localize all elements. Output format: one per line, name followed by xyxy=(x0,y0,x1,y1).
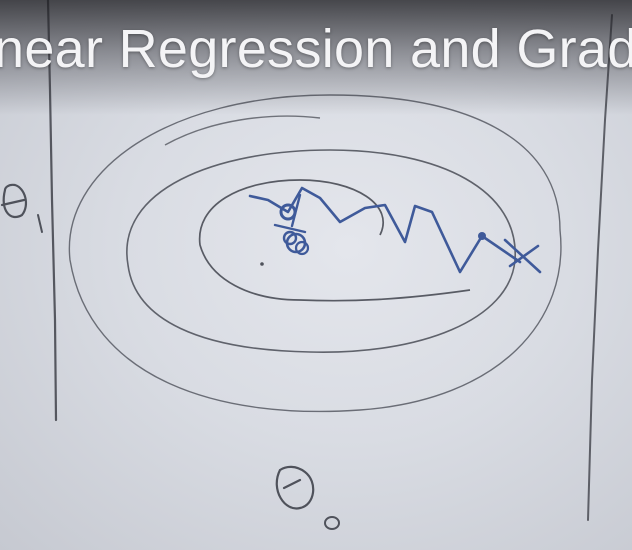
theta-one-subscript xyxy=(37,214,43,233)
step-point xyxy=(478,232,486,240)
stray-dot xyxy=(260,262,264,266)
theta-zero-label xyxy=(275,465,315,510)
theta-zero-subscript xyxy=(324,516,340,530)
start-x-marker xyxy=(503,238,542,274)
video-title: near Regression and Grad xyxy=(0,19,632,79)
top-arc xyxy=(164,115,321,146)
theta-one-label xyxy=(0,183,28,218)
title-overlay xyxy=(0,0,632,115)
minimum-tail xyxy=(273,193,307,234)
inner-contour xyxy=(198,179,471,302)
outer-contour xyxy=(68,94,562,413)
gradient-descent-path xyxy=(248,186,522,274)
minimum-scribble-3 xyxy=(294,240,310,256)
minimum-scribble-2 xyxy=(282,230,298,246)
